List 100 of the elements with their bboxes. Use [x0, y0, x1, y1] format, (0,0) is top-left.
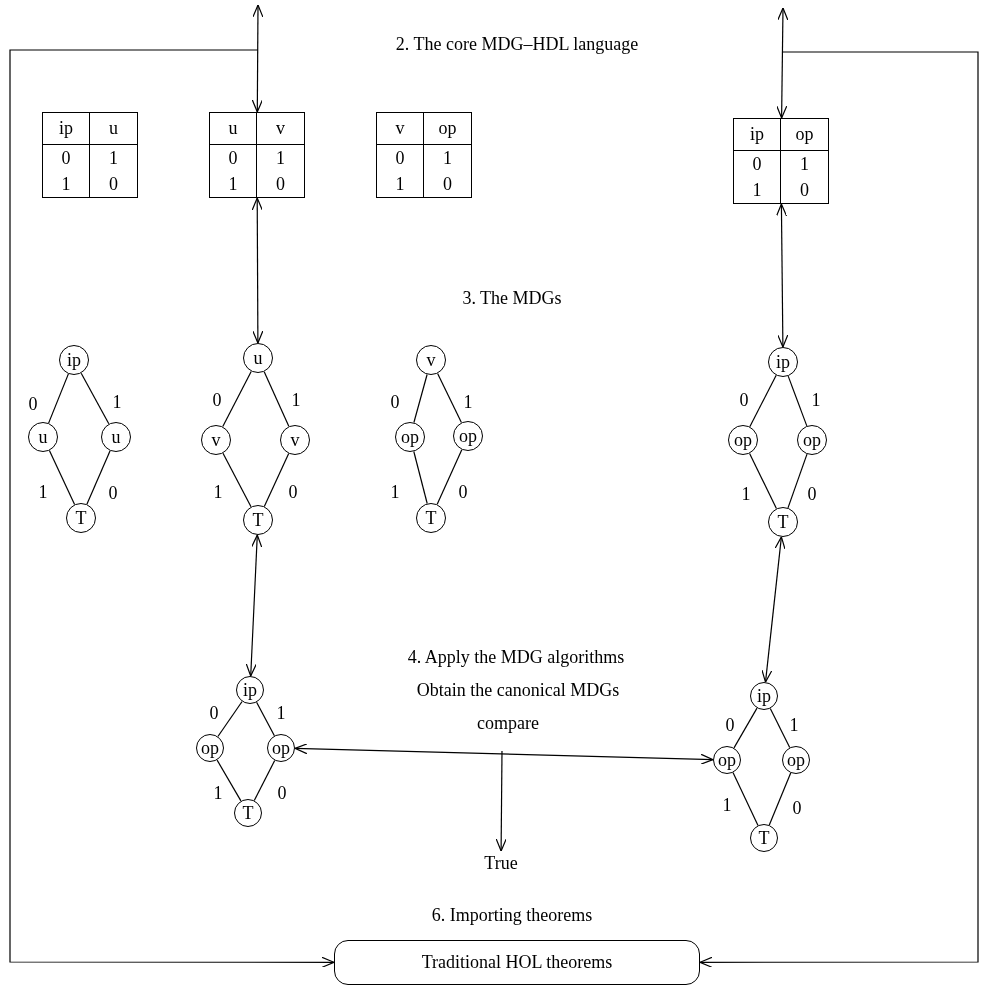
- arrow: [9, 49, 335, 968]
- edge-label: 1: [462, 393, 474, 411]
- graph-node: T: [234, 799, 262, 827]
- graph-node: ip: [750, 682, 778, 710]
- truth-table: [733, 118, 829, 204]
- edge-label: 0: [791, 799, 803, 817]
- edge-label: 1: [212, 784, 224, 802]
- annotation-text: 4. Apply the MDG algorithms: [407, 646, 625, 668]
- arrow: [775, 203, 789, 348]
- column-header: ip: [43, 113, 90, 145]
- connector-line: [787, 453, 808, 509]
- result-text: True: [478, 851, 524, 875]
- table-value: 0: [43, 145, 90, 171]
- arrow: [776, 7, 789, 119]
- connector-line: [769, 707, 791, 749]
- graph-node: T: [768, 507, 798, 537]
- truth-table: [209, 112, 305, 198]
- connector-line: [732, 772, 759, 826]
- edge-label: 1: [721, 796, 733, 814]
- annotation-text: 2. The core MDG–HDL language: [395, 33, 639, 55]
- column-header: v: [377, 113, 424, 145]
- table-value: 0: [108, 172, 119, 196]
- graph-node: op: [782, 746, 810, 774]
- connector-line: [749, 374, 777, 428]
- table-value: 1: [377, 171, 424, 197]
- table-value: 1: [734, 177, 781, 203]
- connector-line: [413, 373, 428, 424]
- edge-label: 1: [788, 716, 800, 734]
- truth-table: [376, 112, 472, 198]
- table-value: 0: [734, 151, 781, 177]
- table-value: 0: [210, 145, 257, 171]
- graph-node: ip: [236, 676, 264, 704]
- edge-label: 0: [27, 395, 39, 413]
- connector-line: [48, 373, 69, 424]
- connector-line: [256, 701, 275, 737]
- connector-line: [749, 452, 777, 510]
- edge-label: 0: [724, 716, 736, 734]
- connector-line: [80, 372, 110, 425]
- truth-table: [42, 112, 138, 198]
- edge-label: 0: [738, 391, 750, 409]
- column-header: u: [90, 113, 137, 145]
- graph-node: op: [713, 746, 741, 774]
- edge-label: 1: [212, 483, 224, 501]
- graph-node: op: [267, 734, 295, 762]
- table-value: 1: [43, 171, 90, 197]
- arrow: [761, 536, 786, 683]
- edge-label: 0: [287, 483, 299, 501]
- column-header: op: [424, 113, 471, 145]
- graph-node: T: [243, 505, 273, 535]
- connector-line: [733, 707, 758, 749]
- connector-line: [263, 371, 290, 427]
- annotation-text: compare: [477, 712, 539, 734]
- graph-node: u: [28, 422, 58, 452]
- graph-node: op: [395, 422, 425, 452]
- edge-label: 0: [211, 391, 223, 409]
- connector-line: [48, 450, 76, 505]
- annotation-text: Obtain the canonical MDGs: [416, 679, 620, 701]
- table-value: 1: [108, 146, 119, 170]
- annotation-text: 6. Importing theorems: [431, 904, 593, 926]
- graph-node: v: [201, 425, 231, 455]
- edge-label: 0: [389, 393, 401, 411]
- table-value: 1: [210, 171, 257, 197]
- connector-line: [86, 450, 111, 505]
- arrow: [495, 750, 507, 852]
- edge-label: 1: [111, 393, 123, 411]
- edge-label: 1: [37, 483, 49, 501]
- connector-line: [437, 372, 462, 424]
- graph-node: u: [243, 343, 273, 373]
- arrow: [699, 51, 979, 968]
- table-value: 0: [442, 172, 453, 196]
- table-value: 1: [799, 152, 810, 176]
- edge-label: 1: [810, 391, 822, 409]
- edge-label: 1: [275, 704, 287, 722]
- arrow: [251, 197, 264, 344]
- graph-node: T: [750, 824, 778, 852]
- table-value: 0: [377, 145, 424, 171]
- graph-node: op: [453, 421, 483, 451]
- connector-line: [216, 759, 242, 802]
- table-value: 1: [275, 146, 286, 170]
- table-value: 0: [799, 178, 810, 202]
- edge-label: 1: [389, 483, 401, 501]
- arrow: [251, 4, 264, 113]
- table-value: 1: [442, 146, 453, 170]
- arrow: [294, 743, 714, 765]
- graph-node: v: [280, 425, 310, 455]
- graph-node: op: [196, 734, 224, 762]
- graph-node: v: [416, 345, 446, 375]
- graph-node: ip: [768, 347, 798, 377]
- connector-line: [217, 700, 243, 738]
- graph-node: T: [416, 503, 446, 533]
- edge-label: 0: [208, 704, 220, 722]
- edge-label: 0: [806, 485, 818, 503]
- connector-line: [222, 452, 252, 508]
- edge-label: 0: [457, 483, 469, 501]
- connector-line: [413, 450, 428, 505]
- connector-line: [222, 370, 252, 428]
- annotation-text: 3. The MDGs: [462, 287, 562, 309]
- graph-node: u: [101, 422, 131, 452]
- connector-line: [768, 772, 792, 826]
- column-header: v: [257, 113, 304, 145]
